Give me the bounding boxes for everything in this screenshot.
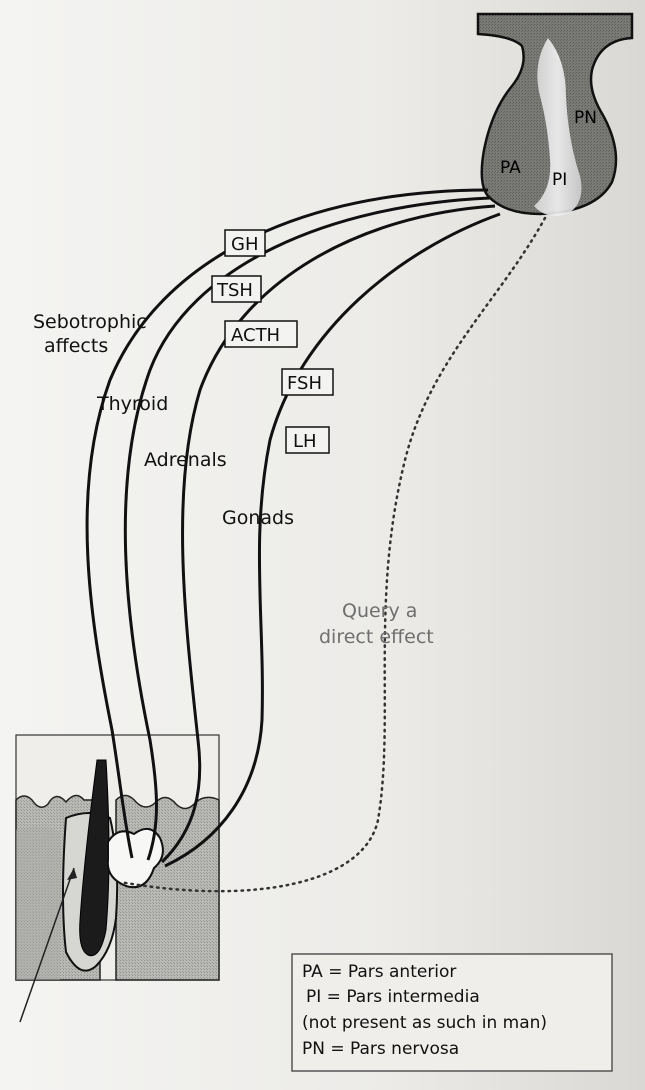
legend-line-pa: PA = Pars anterior [302, 962, 456, 982]
hormone-label-acth: ACTH [231, 325, 280, 346]
gh-box [224, 229, 266, 257]
gland-label-pa: PA [500, 158, 521, 178]
fsh-box [281, 368, 334, 396]
legend-line-pn: PN = Pars nervosa [302, 1039, 459, 1059]
skin-section [15, 734, 220, 1023]
hormone-labels: GH TSH ACTH FSH LH [211, 229, 334, 454]
query-line-2: direct effect [319, 626, 434, 648]
query-line-1: Query a [342, 600, 417, 622]
skin-lower-band [16, 826, 60, 980]
target-label-affects: affects [44, 335, 108, 357]
legend-line-pi: PI = Pars intermedia [306, 987, 480, 1007]
gland-label-pn: PN [574, 108, 597, 128]
pathway-gonads [164, 212, 501, 868]
pathway-tsh [123, 196, 491, 861]
hormone-label-fsh: FSH [287, 373, 322, 394]
target-label-adrenals: Adrenals [144, 449, 227, 471]
sebaceous-gland [106, 827, 164, 889]
hormone-label-lh: LH [293, 431, 317, 452]
query-label: Query a direct effect [319, 600, 434, 648]
target-label-gonads: Gonads [222, 507, 294, 529]
target-labels: Sebotrophic affects Thyroid Adrenals Gon… [33, 311, 294, 529]
pars-intermedia-band [534, 38, 582, 216]
legend-box [291, 953, 613, 1072]
acth-box [224, 320, 298, 348]
pathway-direct-query [118, 216, 547, 893]
hormone-pathways [85, 188, 547, 893]
target-label-sebotrophic: Sebotrophic [33, 311, 147, 333]
hormone-label-tsh: TSH [216, 280, 253, 301]
tsh-box [211, 275, 262, 303]
gland-label-pi: PI [552, 170, 567, 190]
pathway-gh [85, 188, 489, 859]
legend-line-pi-note: (not present as such in man) [302, 1013, 547, 1033]
pointer-arrow [19, 867, 75, 1023]
legend: PA = Pars anterior PI = Pars intermedia … [291, 953, 613, 1072]
pathway-acth [160, 204, 496, 864]
pointer-arrow-head [67, 868, 77, 880]
hormone-label-gh: GH [231, 234, 258, 255]
target-label-thyroid: Thyroid [96, 393, 168, 415]
lh-box [285, 426, 330, 454]
pituitary-gland: PN PA PI [476, 12, 634, 216]
